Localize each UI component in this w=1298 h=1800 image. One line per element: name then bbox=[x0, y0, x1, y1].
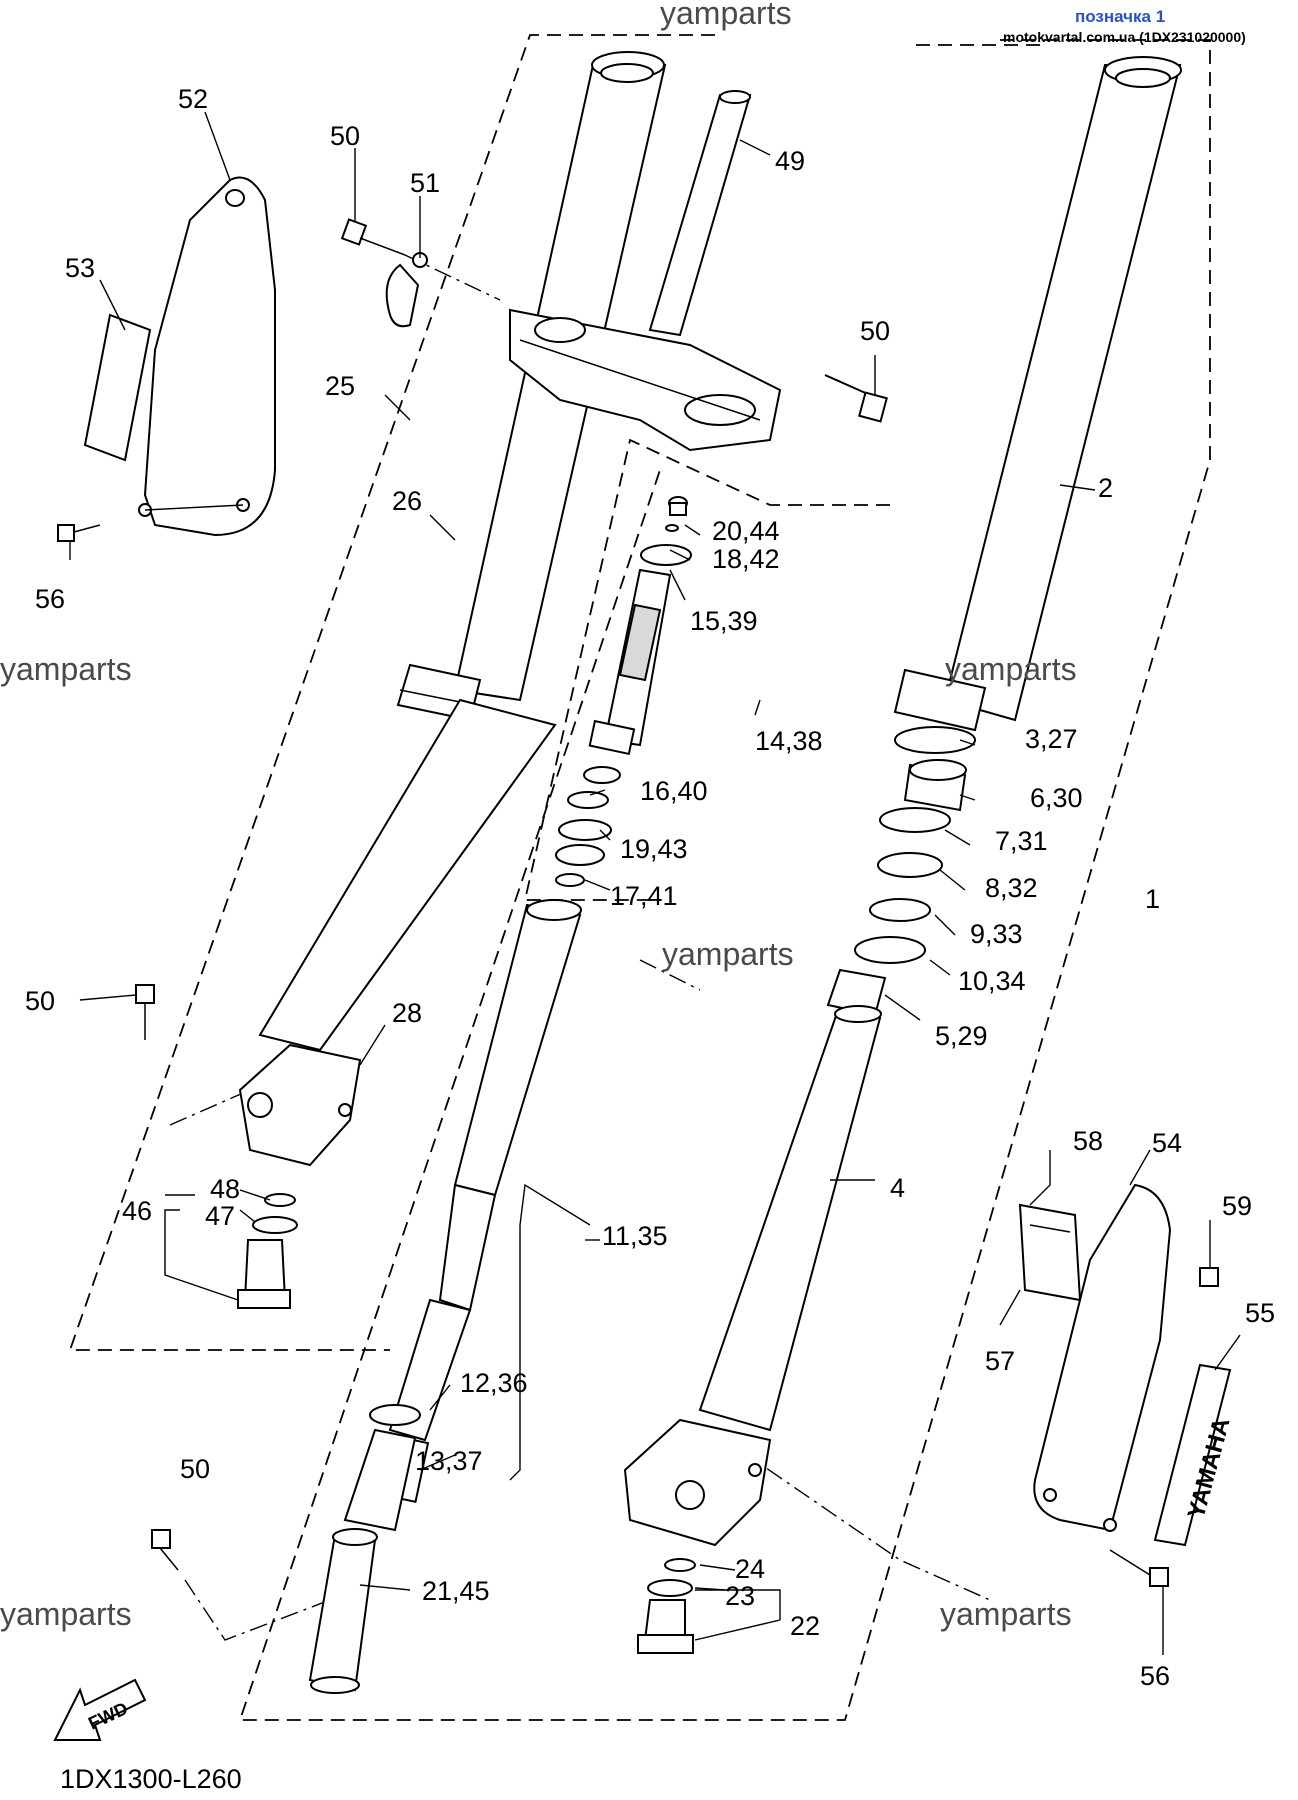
right-inner-tube bbox=[698, 1005, 882, 1432]
callout-13-37: 13,37 bbox=[415, 1446, 483, 1476]
callout-50-lower: 50 bbox=[180, 1454, 210, 1484]
watermark-left: yamparts bbox=[0, 651, 132, 687]
cartridge-spring-valve bbox=[583, 568, 672, 784]
callout-47: 47 bbox=[205, 1201, 235, 1231]
callout-57: 57 bbox=[985, 1346, 1015, 1376]
callout-3-27: 3,27 bbox=[1025, 724, 1078, 754]
bolt-56-a bbox=[57, 524, 101, 542]
callout-19-43: 19,43 bbox=[620, 834, 688, 864]
callout-58: 58 bbox=[1073, 1126, 1103, 1156]
diagram-code: 1DX1300-L260 bbox=[60, 1764, 242, 1794]
watermark-right: yamparts bbox=[945, 651, 1077, 687]
header-title[interactable]: позначка 1 bbox=[1075, 7, 1165, 26]
watermark-bottom-right: yamparts bbox=[940, 1596, 1072, 1632]
callout-12-36: 12,36 bbox=[460, 1368, 528, 1398]
callout-16-40: 16,40 bbox=[640, 776, 708, 806]
callout-9-33: 9,33 bbox=[970, 919, 1023, 949]
callouts: 52 53 50 51 25 26 49 50 2 56 20,44 18,42… bbox=[25, 84, 1275, 1691]
callout-53: 53 bbox=[65, 253, 95, 283]
watermark-top: yamparts bbox=[660, 0, 792, 31]
callout-24: 24 bbox=[735, 1554, 765, 1584]
callout-52: 52 bbox=[178, 84, 208, 114]
cartridge-rings bbox=[555, 791, 612, 887]
watermark-middle: yamparts bbox=[662, 936, 794, 972]
fwd-arrow-icon: FWD bbox=[53, 1678, 147, 1741]
guard-sticker bbox=[83, 313, 152, 462]
watermarks: yamparts yamparts yamparts yamparts yamp… bbox=[0, 0, 1077, 1632]
callout-4: 4 bbox=[890, 1173, 905, 1203]
right-outer-tube bbox=[893, 56, 1182, 732]
callout-18-42: 18,42 bbox=[712, 544, 780, 574]
bolt-50-a bbox=[340, 218, 406, 256]
callout-48: 48 bbox=[210, 1174, 240, 1204]
bolt-56-b bbox=[1109, 1549, 1169, 1587]
callout-51: 51 bbox=[410, 168, 440, 198]
leader-lines bbox=[69, 111, 1241, 1655]
yamaha-decal: YAMAHA bbox=[1153, 1363, 1235, 1547]
bolt-50-c bbox=[135, 984, 155, 1040]
callout-56-left: 56 bbox=[35, 584, 65, 614]
callout-1: 1 bbox=[1145, 884, 1160, 914]
callout-20-44: 20,44 bbox=[712, 516, 780, 546]
assembly-outlines bbox=[68, 34, 1211, 1721]
callout-14-38: 14,38 bbox=[755, 726, 823, 756]
callout-23: 23 bbox=[725, 1581, 755, 1611]
right-fork-assembly-outline bbox=[238, 39, 1211, 1721]
right-seal-stack bbox=[826, 726, 976, 1017]
callout-59: 59 bbox=[1222, 1191, 1252, 1221]
damper-rod bbox=[388, 899, 582, 1504]
callout-50-left: 50 bbox=[25, 986, 55, 1016]
callout-8-32: 8,32 bbox=[985, 873, 1038, 903]
centerline-lower-right bbox=[739, 1449, 991, 1601]
spring-collar bbox=[343, 1428, 417, 1532]
callout-26: 26 bbox=[392, 486, 422, 516]
left-axle-holder bbox=[238, 1043, 362, 1167]
left-inner-tube bbox=[258, 698, 557, 1052]
callout-50-right: 50 bbox=[860, 316, 890, 346]
rebound-spring bbox=[308, 1528, 378, 1694]
centerline-50-lower bbox=[184, 1579, 331, 1641]
callout-55: 55 bbox=[1245, 1298, 1275, 1328]
callout-21-45: 21,45 bbox=[422, 1576, 490, 1606]
fork-guard-upper bbox=[138, 176, 276, 537]
callout-17-41: 17,41 bbox=[610, 881, 678, 911]
callout-7-31: 7,31 bbox=[995, 826, 1048, 856]
bolt-50-b bbox=[824, 374, 888, 423]
cable-clamp bbox=[385, 252, 428, 328]
right-axle-bolt-set bbox=[637, 1558, 696, 1654]
left-fork-assembly-outline bbox=[68, 34, 715, 1351]
spring-seat-ring bbox=[369, 1404, 421, 1426]
upper-bracket bbox=[509, 308, 782, 452]
callout-54: 54 bbox=[1152, 1128, 1182, 1158]
callout-28: 28 bbox=[392, 998, 422, 1028]
callout-11-35: 11,35 bbox=[602, 1221, 668, 1251]
header-subtitle: motokvartal.com.ua (1DX231020000) bbox=[1003, 29, 1246, 45]
fork-guard-lower bbox=[1033, 1183, 1172, 1532]
callout-15-39: 15,39 bbox=[690, 606, 758, 636]
centerline-yamparts bbox=[639, 959, 701, 991]
inner-assembly-outline bbox=[523, 438, 890, 901]
callout-49: 49 bbox=[775, 146, 805, 176]
callout-46: 46 bbox=[122, 1196, 152, 1226]
callout-22: 22 bbox=[790, 1611, 820, 1641]
callout-56-right: 56 bbox=[1140, 1661, 1170, 1691]
steering-stem bbox=[648, 90, 752, 337]
callout-5-29: 5,29 bbox=[935, 1021, 988, 1051]
callout-10-34: 10,34 bbox=[958, 966, 1026, 996]
cartridge-top-bolt bbox=[640, 496, 692, 566]
callout-25: 25 bbox=[325, 371, 355, 401]
callout-6-30: 6,30 bbox=[1030, 783, 1083, 813]
callout-2: 2 bbox=[1098, 473, 1113, 503]
callout-50-top: 50 bbox=[330, 121, 360, 151]
bolt-50-d bbox=[151, 1529, 179, 1571]
hose-guide bbox=[1018, 1203, 1082, 1302]
left-axle-bolt-set bbox=[237, 1193, 298, 1309]
watermark-bottom-left: yamparts bbox=[0, 1596, 132, 1632]
nut-59 bbox=[1199, 1267, 1219, 1287]
right-axle-holder bbox=[623, 1418, 772, 1547]
